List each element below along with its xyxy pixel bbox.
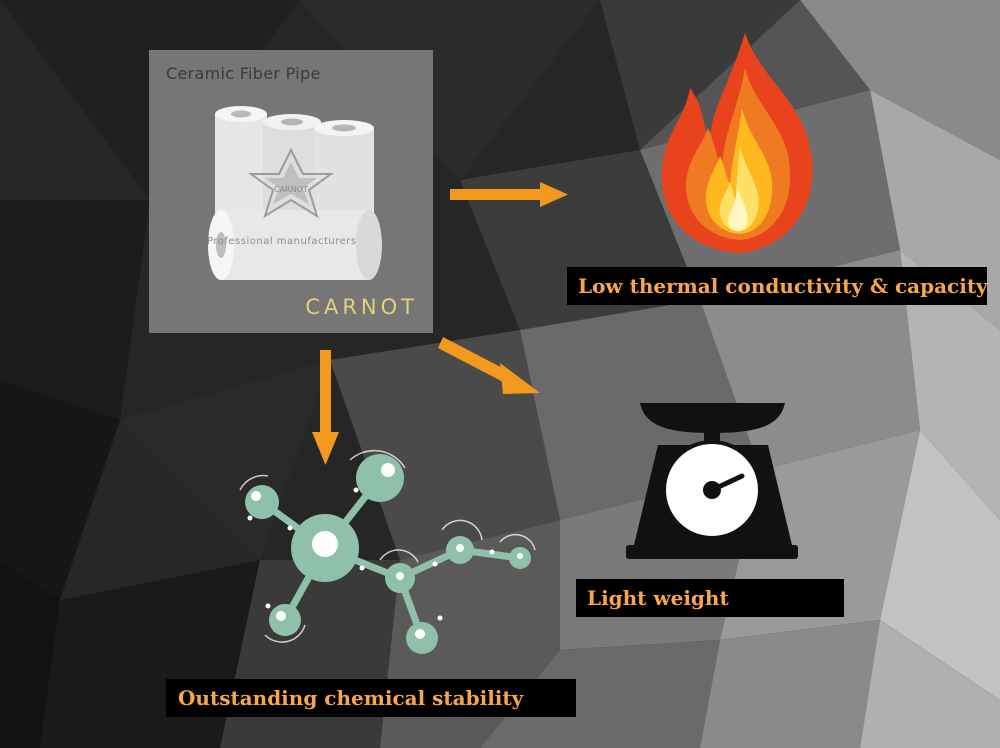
feature-label-chemical: Outstanding chemical stability <box>166 679 576 717</box>
watermark-tagline: Professional manufacturers <box>207 236 357 247</box>
pipe-rolls-graphic <box>208 106 382 280</box>
scale-icon <box>626 403 798 559</box>
fire-icon <box>661 33 813 253</box>
feature-label-thermal: Low thermal conductivity & capacity <box>567 267 988 305</box>
feature-label-weight: Light weight <box>576 579 844 617</box>
arrow-to-thermal <box>450 182 568 207</box>
product-image: Ceramic Fiber Pipe CARNOT Professional m… <box>149 50 433 333</box>
product-title: Ceramic Fiber Pipe <box>166 64 321 83</box>
arrow-to-chemical <box>312 350 339 465</box>
product-brand: CARNOT <box>305 295 418 319</box>
arrow-to-weight <box>438 337 540 394</box>
molecule-icon <box>239 449 536 654</box>
watermark-brand: CARNOT <box>274 185 308 194</box>
